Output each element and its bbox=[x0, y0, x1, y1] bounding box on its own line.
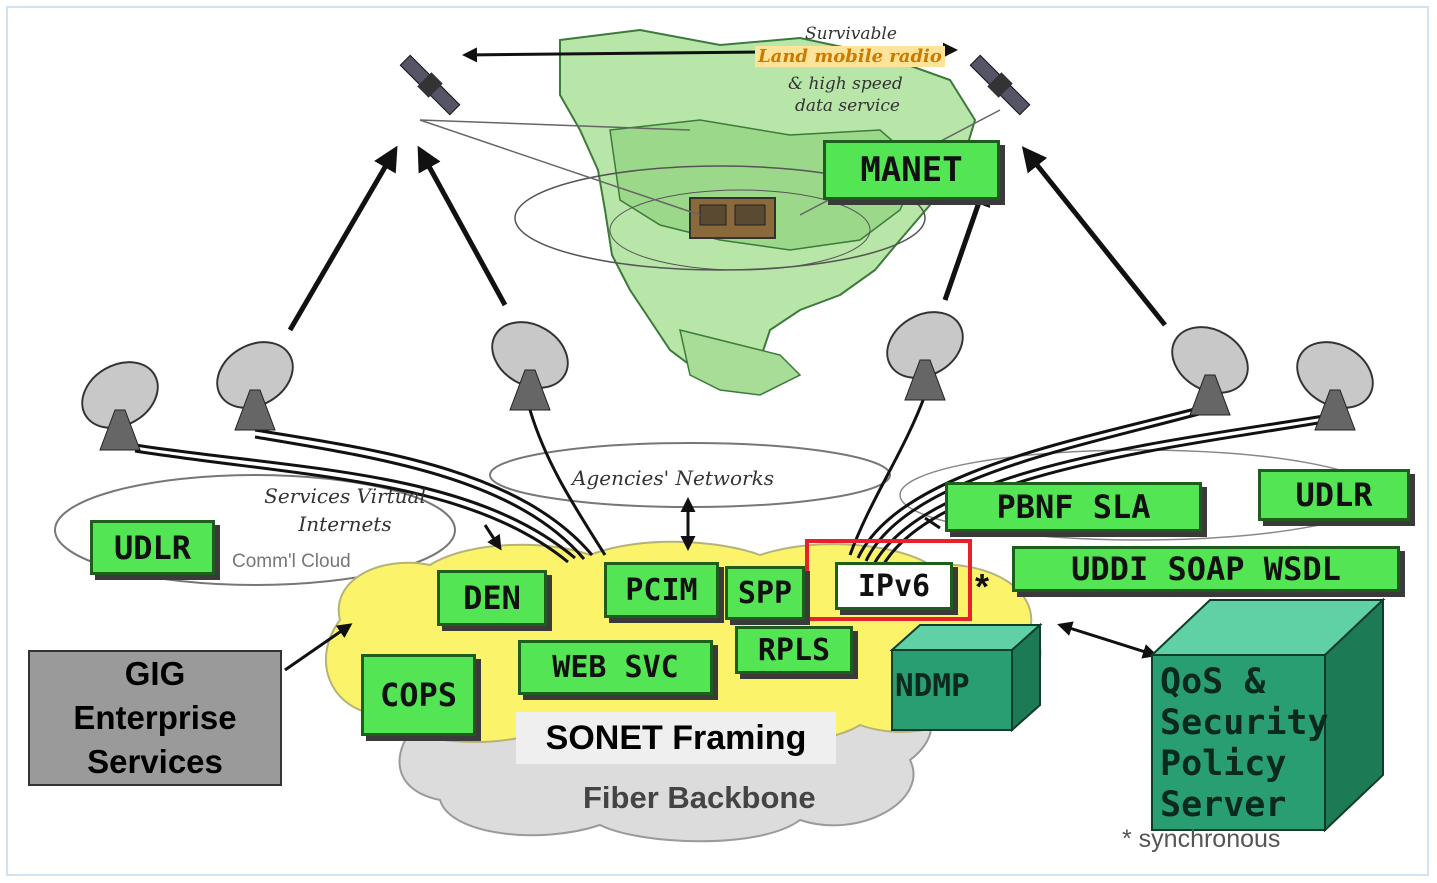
satellite-dish-icon bbox=[1296, 341, 1374, 431]
den-box: DEN bbox=[437, 570, 547, 626]
high-speed-label: & high speed bbox=[788, 74, 903, 94]
ipv6-box: IPv6 bbox=[835, 562, 953, 610]
comml-cloud-label: Comm'l Cloud bbox=[232, 551, 351, 572]
satellite-dish-icon bbox=[886, 311, 964, 401]
satellite-icon-right bbox=[969, 54, 1031, 116]
spp-box: SPP bbox=[725, 566, 805, 620]
land-mobile-radio-label: Land mobile radio bbox=[755, 46, 945, 67]
services-cloud-outline bbox=[54, 474, 456, 586]
gig-enterprise-services-box: GIG Enterprise Services bbox=[28, 650, 282, 786]
survivable-label: Survivable bbox=[805, 24, 897, 44]
pbnf-sla-box: PBNF SLA bbox=[945, 482, 1202, 532]
policy-server-label: QoS & Security Policy Server bbox=[1160, 662, 1329, 826]
rpls-box: RPLS bbox=[735, 626, 853, 674]
agencies-networks-label: Agencies' Networks bbox=[572, 466, 774, 490]
qos-line-3: Policy bbox=[1160, 744, 1287, 784]
satellite-dish-icon bbox=[81, 361, 159, 451]
policy-server-cube bbox=[1149, 597, 1386, 833]
satellite-icon-left bbox=[399, 54, 461, 116]
udlr-left-box: UDLR bbox=[90, 520, 215, 575]
fiber-bundle-left bbox=[134, 409, 607, 564]
satellite-dish-icon bbox=[1171, 326, 1249, 416]
satellite-dish-icon bbox=[216, 341, 294, 431]
ipv6-highlight-box bbox=[805, 539, 972, 621]
gig-line-2: Enterprise bbox=[73, 699, 237, 736]
qos-line-4: Server bbox=[1160, 785, 1287, 825]
ndmp-label: NDMP bbox=[895, 668, 970, 704]
pcim-box: PCIM bbox=[604, 562, 719, 618]
qos-line-2: Security bbox=[1160, 703, 1329, 743]
qos-line-1: QoS & bbox=[1160, 662, 1266, 702]
hub-terminal-icon bbox=[689, 197, 776, 239]
manet-box: MANET bbox=[823, 140, 1000, 200]
udlr-right-box: UDLR bbox=[1258, 469, 1410, 521]
gig-line-1: GIG bbox=[124, 655, 186, 692]
coverage-ellipse-inner bbox=[609, 189, 871, 271]
fiber-backbone-label: Fiber Backbone bbox=[583, 780, 816, 815]
fiber-bundle-right bbox=[848, 394, 1331, 568]
diagram-frame bbox=[6, 6, 1429, 876]
gig-line-3: Services bbox=[87, 743, 223, 780]
synchronous-footnote: * synchronous bbox=[1122, 825, 1281, 853]
sonet-framing-label: SONET Framing bbox=[516, 712, 836, 764]
data-service-label: data service bbox=[795, 96, 900, 116]
cops-box: COPS bbox=[361, 654, 476, 736]
connector-arrows bbox=[284, 497, 1158, 672]
satellite-dish-icon bbox=[491, 321, 569, 411]
ndmp-cube bbox=[889, 622, 1043, 733]
uplink-arrows bbox=[287, 145, 1167, 332]
web-svc-box: WEB SVC bbox=[518, 640, 713, 695]
services-virtual-internets-label: Services Virtual Internets bbox=[264, 484, 426, 536]
uddi-soap-wsdl-box: UDDI SOAP WSDL bbox=[1012, 546, 1400, 592]
ipv6-asterisk: * bbox=[975, 566, 990, 607]
